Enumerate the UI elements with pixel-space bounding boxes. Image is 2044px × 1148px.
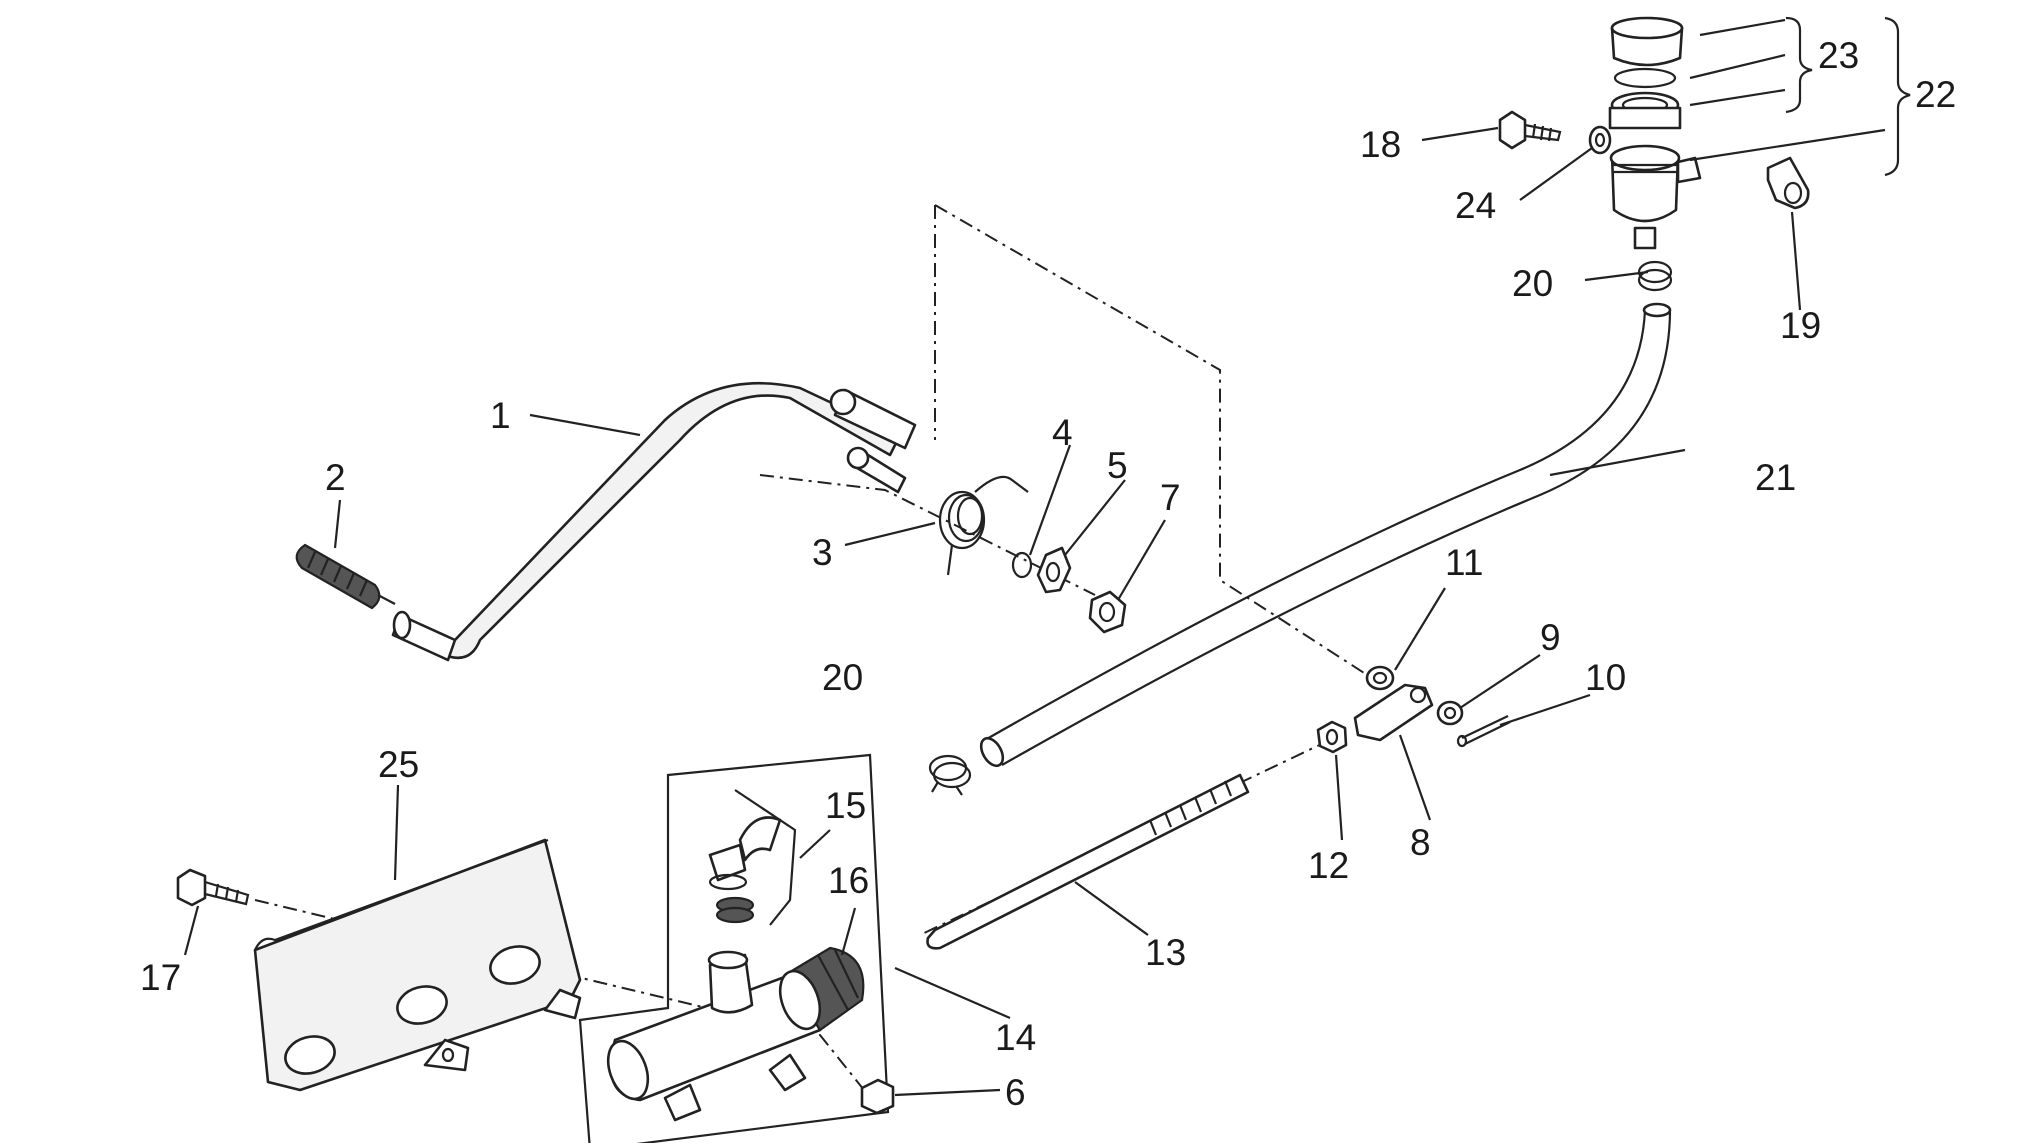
callout-22: 22	[1915, 74, 1956, 115]
part-20-lower-clamp	[928, 754, 972, 796]
part-18-screw	[1498, 110, 1562, 150]
callout-16: 16	[828, 860, 869, 901]
part-2-foot-peg	[295, 543, 396, 610]
group-brackets	[1785, 16, 1911, 177]
callout-24: 24	[1455, 185, 1496, 226]
part-1-lever-arm	[391, 382, 917, 662]
part-6-nut	[860, 1078, 895, 1115]
callout-3: 3	[812, 532, 833, 573]
callout-18: 18	[1360, 124, 1401, 165]
part-20-upper-clamp	[1637, 260, 1673, 292]
callout-6: 6	[1005, 1072, 1026, 1113]
callout-labels: 1 2 3 4 5 6 7 8 9 10 11 12 13 14 15 16 1…	[140, 35, 1956, 1113]
callout-4: 4	[1052, 412, 1073, 453]
part-3-return-spring	[938, 475, 1029, 576]
part-8-clevis	[1353, 683, 1434, 742]
callout-8: 8	[1410, 822, 1431, 863]
callout-5: 5	[1107, 445, 1128, 486]
part-25-heat-shield	[253, 838, 582, 1092]
part-22-reservoir	[1608, 16, 1702, 250]
part-9-washer	[1436, 700, 1464, 726]
callout-20-lower: 20	[822, 657, 863, 698]
callout-11: 11	[1445, 542, 1483, 583]
part-15-fitting	[708, 789, 797, 926]
part-16-boot	[778, 946, 865, 1032]
callout-19: 19	[1780, 305, 1821, 346]
callout-1: 1	[490, 395, 511, 436]
callout-2: 2	[325, 457, 346, 498]
callout-10: 10	[1585, 657, 1626, 698]
part-14-master-cylinder	[578, 753, 890, 1148]
callout-7: 7	[1160, 477, 1181, 518]
callout-21: 21	[1755, 457, 1796, 498]
callout-17: 17	[140, 957, 181, 998]
callout-23: 23	[1818, 35, 1859, 76]
leader-lines	[183, 18, 1886, 1097]
part-7-nut	[1088, 590, 1127, 634]
part-13-push-rod	[926, 773, 1250, 950]
part-12-nut	[1316, 720, 1348, 754]
part-17-bolt	[176, 868, 250, 907]
part-19-bracket	[1766, 156, 1810, 210]
part-10-split-pin	[1456, 715, 1511, 748]
part-21-hose	[979, 302, 1672, 768]
callout-14: 14	[995, 1017, 1036, 1058]
callout-13: 13	[1145, 932, 1186, 973]
part-24-washer	[1588, 125, 1612, 155]
callout-9: 9	[1540, 617, 1561, 658]
callout-25: 25	[378, 744, 419, 785]
part-4-clip	[1011, 551, 1033, 579]
callout-20-upper: 20	[1512, 263, 1553, 304]
part-11-washer	[1365, 665, 1395, 691]
callout-12: 12	[1308, 845, 1349, 886]
part-5-washer	[1036, 546, 1072, 594]
callout-15: 15	[825, 785, 866, 826]
